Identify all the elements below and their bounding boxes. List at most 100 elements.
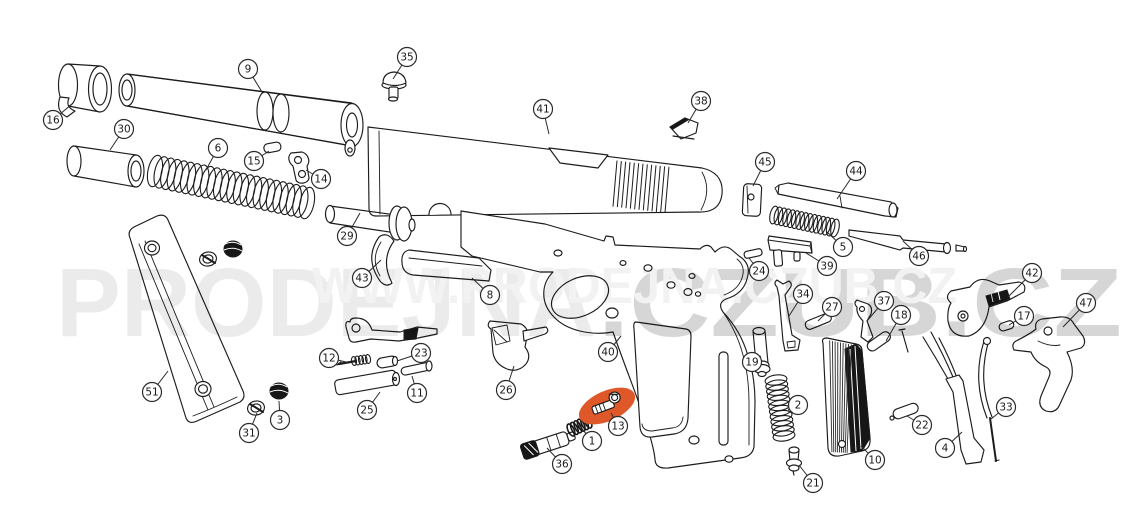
callout-10[interactable]: 10 bbox=[860, 445, 886, 471]
callout-17[interactable]: 17 bbox=[1008, 305, 1035, 327]
callout-2[interactable]: 2 bbox=[787, 394, 809, 416]
callout-circle-3[interactable] bbox=[269, 409, 291, 431]
callout-circle-43[interactable] bbox=[351, 267, 373, 289]
part-30-recoil-spring-plug bbox=[66, 145, 145, 188]
callout-circle-22[interactable] bbox=[911, 414, 933, 436]
callout-24[interactable]: 24 bbox=[748, 257, 770, 282]
callout-circle-25[interactable] bbox=[356, 399, 378, 421]
callout-circle-11[interactable] bbox=[406, 382, 428, 404]
callout-number-35: 35 bbox=[400, 52, 413, 64]
callout-22[interactable]: 22 bbox=[906, 414, 933, 436]
callout-44[interactable]: 44 bbox=[836, 160, 867, 200]
callout-circle-21[interactable] bbox=[802, 472, 824, 494]
part-24-pin bbox=[743, 248, 763, 259]
callout-circle-42[interactable] bbox=[1021, 262, 1043, 284]
callout-circle-5[interactable] bbox=[832, 236, 854, 258]
callout-40[interactable]: 40 bbox=[597, 335, 622, 363]
part-33-rod bbox=[978, 336, 1000, 462]
callout-circle-17[interactable] bbox=[1013, 305, 1035, 327]
callout-33[interactable]: 33 bbox=[990, 396, 1017, 420]
callout-circle-26[interactable] bbox=[495, 379, 517, 401]
callout-38[interactable]: 38 bbox=[687, 90, 712, 124]
watermark-large-left: PRODEJNA bbox=[56, 248, 596, 357]
callout-circle-45[interactable] bbox=[754, 151, 776, 173]
callout-circle-44[interactable] bbox=[845, 160, 867, 182]
callout-circle-34[interactable] bbox=[792, 283, 814, 305]
callout-circle-38[interactable] bbox=[690, 90, 712, 112]
callout-circle-46[interactable] bbox=[908, 245, 930, 267]
callout-26[interactable]: 26 bbox=[495, 365, 517, 401]
callout-circle-2[interactable] bbox=[787, 394, 809, 416]
callout-circle-4[interactable] bbox=[934, 437, 956, 459]
callout-42[interactable]: 42 bbox=[1007, 262, 1043, 298]
callout-number-47: 47 bbox=[1079, 298, 1092, 310]
callout-45[interactable]: 45 bbox=[752, 151, 776, 187]
callout-1[interactable]: 1 bbox=[578, 424, 603, 452]
callout-6[interactable]: 6 bbox=[205, 137, 229, 171]
callout-14[interactable]: 14 bbox=[305, 168, 332, 190]
callout-circle-18[interactable] bbox=[890, 304, 912, 326]
callout-12[interactable]: 12 bbox=[318, 347, 347, 369]
callout-16[interactable]: 16 bbox=[42, 103, 73, 131]
callout-30[interactable]: 30 bbox=[109, 118, 135, 151]
callout-circle-6[interactable] bbox=[207, 137, 229, 159]
callout-circle-8[interactable] bbox=[479, 284, 501, 306]
callout-circle-10[interactable] bbox=[864, 449, 886, 471]
callout-13[interactable]: 13 bbox=[607, 412, 629, 437]
callout-circle-27[interactable] bbox=[821, 296, 843, 318]
part-grip-bushing-top bbox=[223, 240, 243, 258]
part-36-plunger-assembly bbox=[519, 431, 576, 460]
callout-8[interactable]: 8 bbox=[471, 277, 501, 306]
callout-43[interactable]: 43 bbox=[351, 259, 382, 289]
callout-27[interactable]: 27 bbox=[817, 296, 843, 322]
callout-11[interactable]: 11 bbox=[406, 375, 428, 404]
callout-18[interactable]: 18 bbox=[885, 304, 912, 342]
callout-circle-13[interactable] bbox=[607, 415, 629, 437]
callout-circle-24[interactable] bbox=[748, 260, 770, 282]
callout-37[interactable]: 37 bbox=[866, 290, 895, 322]
callout-circle-1[interactable] bbox=[581, 430, 603, 452]
callout-circle-12[interactable] bbox=[318, 347, 340, 369]
callout-21[interactable]: 21 bbox=[798, 464, 824, 494]
callout-circle-47[interactable] bbox=[1075, 292, 1097, 314]
callout-circle-40[interactable] bbox=[597, 341, 619, 363]
callout-15[interactable]: 15 bbox=[243, 150, 270, 172]
callout-circle-30[interactable] bbox=[113, 118, 135, 140]
callout-circle-51[interactable] bbox=[141, 381, 163, 403]
callout-circle-29[interactable] bbox=[336, 225, 358, 247]
callout-number-23: 23 bbox=[414, 348, 427, 360]
callout-circle-37[interactable] bbox=[873, 290, 895, 312]
callout-46[interactable]: 46 bbox=[902, 240, 930, 267]
callout-19[interactable]: 19 bbox=[741, 351, 763, 373]
callout-circle-35[interactable] bbox=[396, 46, 418, 68]
callout-23[interactable]: 23 bbox=[396, 342, 432, 364]
callout-39[interactable]: 39 bbox=[805, 252, 838, 277]
callout-35[interactable]: 35 bbox=[392, 46, 418, 80]
callout-circle-16[interactable] bbox=[42, 109, 64, 131]
callout-36[interactable]: 36 bbox=[546, 447, 573, 475]
callout-circle-41[interactable] bbox=[532, 98, 554, 120]
callout-31[interactable]: 31 bbox=[238, 412, 260, 444]
callout-circle-36[interactable] bbox=[551, 453, 573, 475]
callout-circle-14[interactable] bbox=[310, 168, 332, 190]
callout-47[interactable]: 47 bbox=[1062, 292, 1097, 328]
callout-circle-9[interactable] bbox=[237, 58, 259, 80]
callout-number-37: 37 bbox=[877, 296, 890, 308]
callout-3[interactable]: 3 bbox=[269, 400, 291, 431]
callout-circle-15[interactable] bbox=[243, 150, 265, 172]
callout-4[interactable]: 4 bbox=[934, 431, 963, 459]
callout-34[interactable]: 34 bbox=[788, 283, 814, 317]
callout-29[interactable]: 29 bbox=[336, 212, 361, 247]
callout-41[interactable]: 41 bbox=[532, 98, 554, 135]
callout-circle-19[interactable] bbox=[741, 351, 763, 373]
part-8-trigger bbox=[401, 249, 492, 282]
callout-circle-33[interactable] bbox=[995, 396, 1017, 418]
callout-5[interactable]: 5 bbox=[826, 231, 854, 258]
callout-number-11: 11 bbox=[410, 388, 423, 400]
callout-circle-31[interactable] bbox=[238, 422, 260, 444]
callout-circle-23[interactable] bbox=[410, 342, 432, 364]
callout-25[interactable]: 25 bbox=[356, 391, 381, 421]
callout-circle-39[interactable] bbox=[816, 255, 838, 277]
callout-51[interactable]: 51 bbox=[141, 370, 169, 403]
callout-9[interactable]: 9 bbox=[237, 58, 263, 93]
